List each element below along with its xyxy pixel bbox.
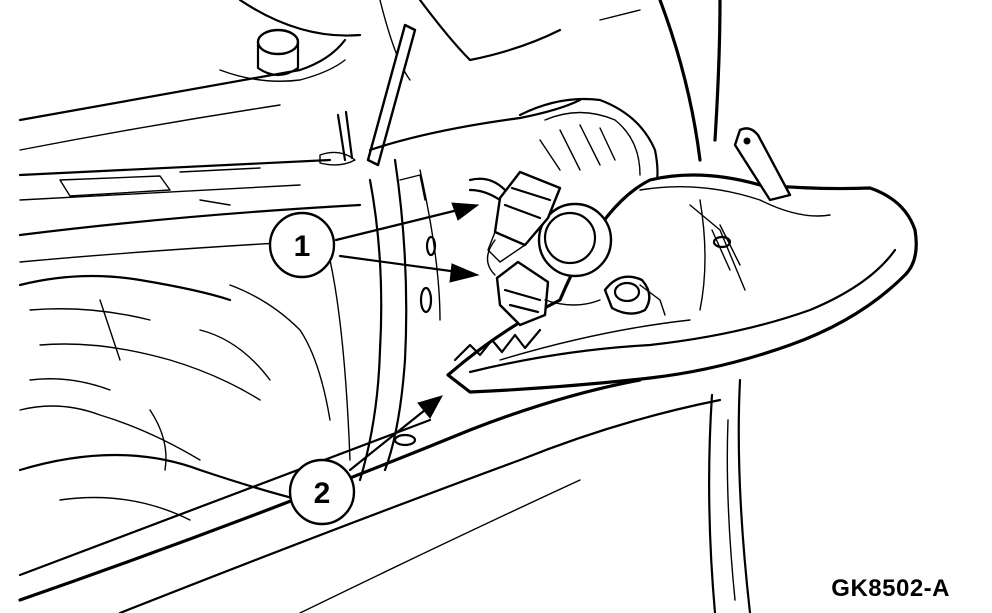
arrowhead-2 <box>417 395 444 419</box>
leader-2 <box>348 408 427 472</box>
callout-leaders <box>334 202 480 472</box>
callout-1-label: 1 <box>294 230 311 263</box>
callout-1: 1 <box>268 211 336 279</box>
arrowhead-1-upper <box>451 202 480 221</box>
headlamp-assembly <box>446 127 918 394</box>
leader-1-lower <box>338 254 460 274</box>
callout-2-label: 2 <box>314 477 331 510</box>
vehicle-body <box>18 0 752 613</box>
callout-1-circle <box>268 211 336 279</box>
figure-id: GK8502-A <box>831 575 950 602</box>
callout-2: 2 <box>288 458 356 526</box>
arrowhead-1-lower <box>449 263 480 283</box>
callout-2-circle <box>288 458 356 526</box>
leader-1-upper <box>334 208 460 242</box>
